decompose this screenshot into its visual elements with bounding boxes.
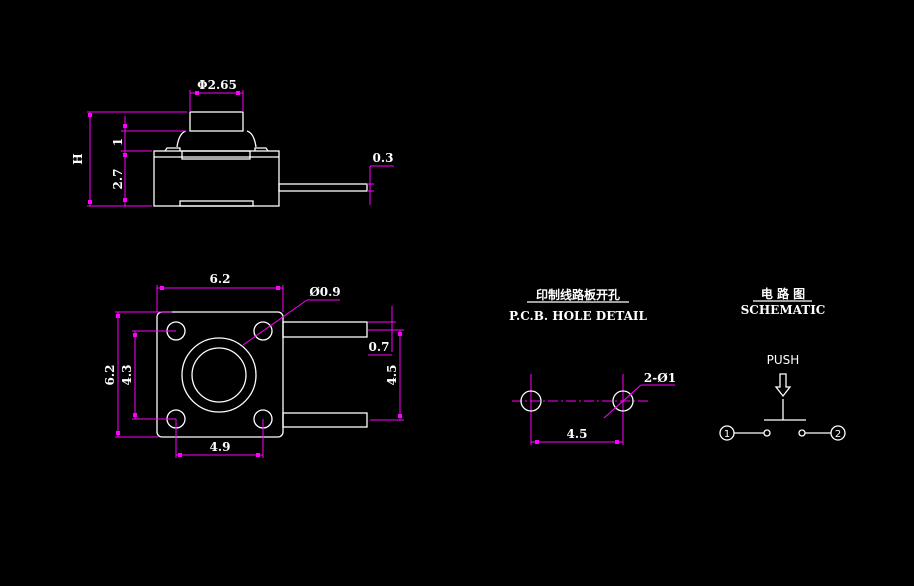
push-arrow-icon [774, 373, 792, 398]
hole-pitch-v-label: 4.3 [120, 365, 134, 386]
actuator [191, 347, 247, 403]
top-view: 6.2 Ø0.9 6.2 4.3 4.9 0.7 4.5 [103, 272, 404, 458]
body-outline [156, 311, 284, 438]
lead-pitch-label: 4.5 [385, 365, 399, 386]
pcb-hole-label: 2-Ø1 [644, 371, 676, 385]
schematic-title-en: SCHEMATIC [741, 303, 826, 317]
width-label: 6.2 [210, 272, 231, 286]
body-height-label: 2.7 [111, 169, 125, 190]
pin-2 [830, 425, 846, 441]
lead-width-label: 0.7 [369, 340, 390, 354]
hole [253, 321, 273, 341]
pcb-title-cn: 印制线路板开孔 [536, 287, 620, 302]
plunger [189, 111, 244, 132]
hole-pitch-h-label: 4.9 [210, 440, 231, 454]
plunger-height-label: 1 [111, 138, 125, 146]
height-label: H [71, 153, 85, 164]
lead-thickness-label: 0.3 [373, 151, 394, 165]
plunger-dia-label: Φ2.65 [197, 78, 237, 92]
pcb-hole [520, 390, 542, 412]
pcb-hole [612, 390, 634, 412]
svg-text:2: 2 [835, 429, 841, 440]
lead [282, 412, 368, 428]
side-view: Φ2.65 H 1 2.7 0.3 [71, 78, 394, 207]
svg-text:1: 1 [724, 429, 730, 440]
dome [164, 130, 269, 152]
dimensions-side [87, 90, 394, 207]
actuator-ring [181, 337, 257, 413]
pcb-hole-detail: 印制线路板开孔 P.C.B. HOLE DETAIL 4.5 2-Ø1 [509, 287, 676, 445]
dimensions-top [115, 285, 404, 458]
lead [278, 183, 368, 192]
hole-dia-label: Ø0.9 [309, 285, 340, 299]
height-label: 6.2 [103, 365, 117, 386]
schematic: 电 路 图 SCHEMATIC PUSH 1 2 [719, 286, 846, 441]
pcb-pitch-label: 4.5 [567, 427, 588, 441]
lead [282, 321, 368, 338]
schematic-title-cn: 电 路 图 [761, 286, 805, 301]
pcb-title-en: P.C.B. HOLE DETAIL [509, 309, 648, 323]
push-label: PUSH [767, 353, 800, 367]
